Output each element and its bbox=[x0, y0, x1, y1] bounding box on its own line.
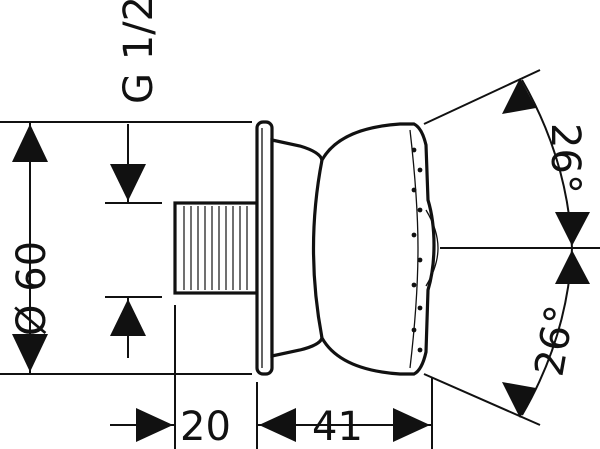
length-dimension: 20 41 bbox=[110, 305, 433, 449]
thread-dimension: G 1/2 bbox=[105, 0, 162, 358]
shower-head bbox=[311, 122, 436, 376]
diameter-label: Ø 60 bbox=[9, 241, 55, 336]
arrow-up bbox=[110, 299, 146, 336]
arrow-up bbox=[12, 124, 48, 162]
arrow-down bbox=[12, 334, 48, 372]
nozzles bbox=[411, 147, 423, 353]
arrow-right bbox=[393, 408, 430, 442]
flange bbox=[255, 120, 274, 376]
length-label-20: 20 bbox=[180, 404, 231, 449]
arrow-right bbox=[136, 408, 173, 442]
diameter-dimension: Ø 60 bbox=[0, 121, 252, 375]
arrow-left bbox=[259, 408, 296, 442]
angle-label-lower: 26° bbox=[527, 302, 585, 380]
arrow-down bbox=[110, 164, 146, 201]
thread-lines bbox=[183, 206, 248, 290]
length-label-41: 41 bbox=[312, 404, 363, 449]
angle-label-upper: 26° bbox=[542, 123, 588, 194]
thread-label: G 1/2 bbox=[116, 0, 162, 104]
arrow-upper-end bbox=[555, 212, 590, 246]
part-outline bbox=[173, 120, 439, 376]
arrow-lower-end bbox=[502, 382, 536, 418]
threaded-connector bbox=[173, 201, 259, 295]
arrow-lower-start bbox=[555, 250, 590, 284]
angle-dimension: 26° 26° bbox=[423, 69, 600, 426]
arrow-upper-start bbox=[502, 78, 536, 114]
